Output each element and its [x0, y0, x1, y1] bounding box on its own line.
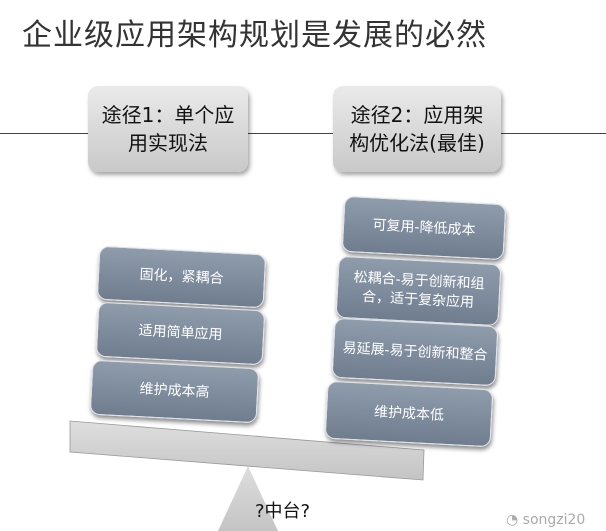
path-1-box: 途径1：单个应用实现法: [88, 86, 248, 172]
left-card-2: 适用简单应用: [95, 301, 266, 366]
right-card-1: 可复用-降低成本: [341, 195, 507, 261]
watermark: ◔ songzi20: [506, 512, 585, 528]
right-card-3: 易延展-易于创新和整合: [331, 317, 499, 387]
right-card-4: 维护成本低: [324, 380, 494, 448]
right-card-2: 松耦合-易于创新和组合，适于复杂应用: [335, 255, 502, 327]
divider-line: [0, 133, 606, 134]
wechat-icon: ◔: [506, 512, 519, 528]
left-card-1: 固化，紧耦合: [96, 245, 267, 309]
fulcrum-label: ?中台?: [255, 501, 311, 522]
path-2-box: 途径2：应用架构优化法(最佳): [333, 86, 501, 172]
watermark-text: songzi20: [522, 512, 586, 528]
left-card-3: 维护成本高: [89, 359, 260, 424]
fulcrum-triangle: [218, 466, 278, 531]
slide-title: 企业级应用架构规划是发展的必然: [22, 18, 487, 53]
scale-beam: [69, 420, 425, 481]
